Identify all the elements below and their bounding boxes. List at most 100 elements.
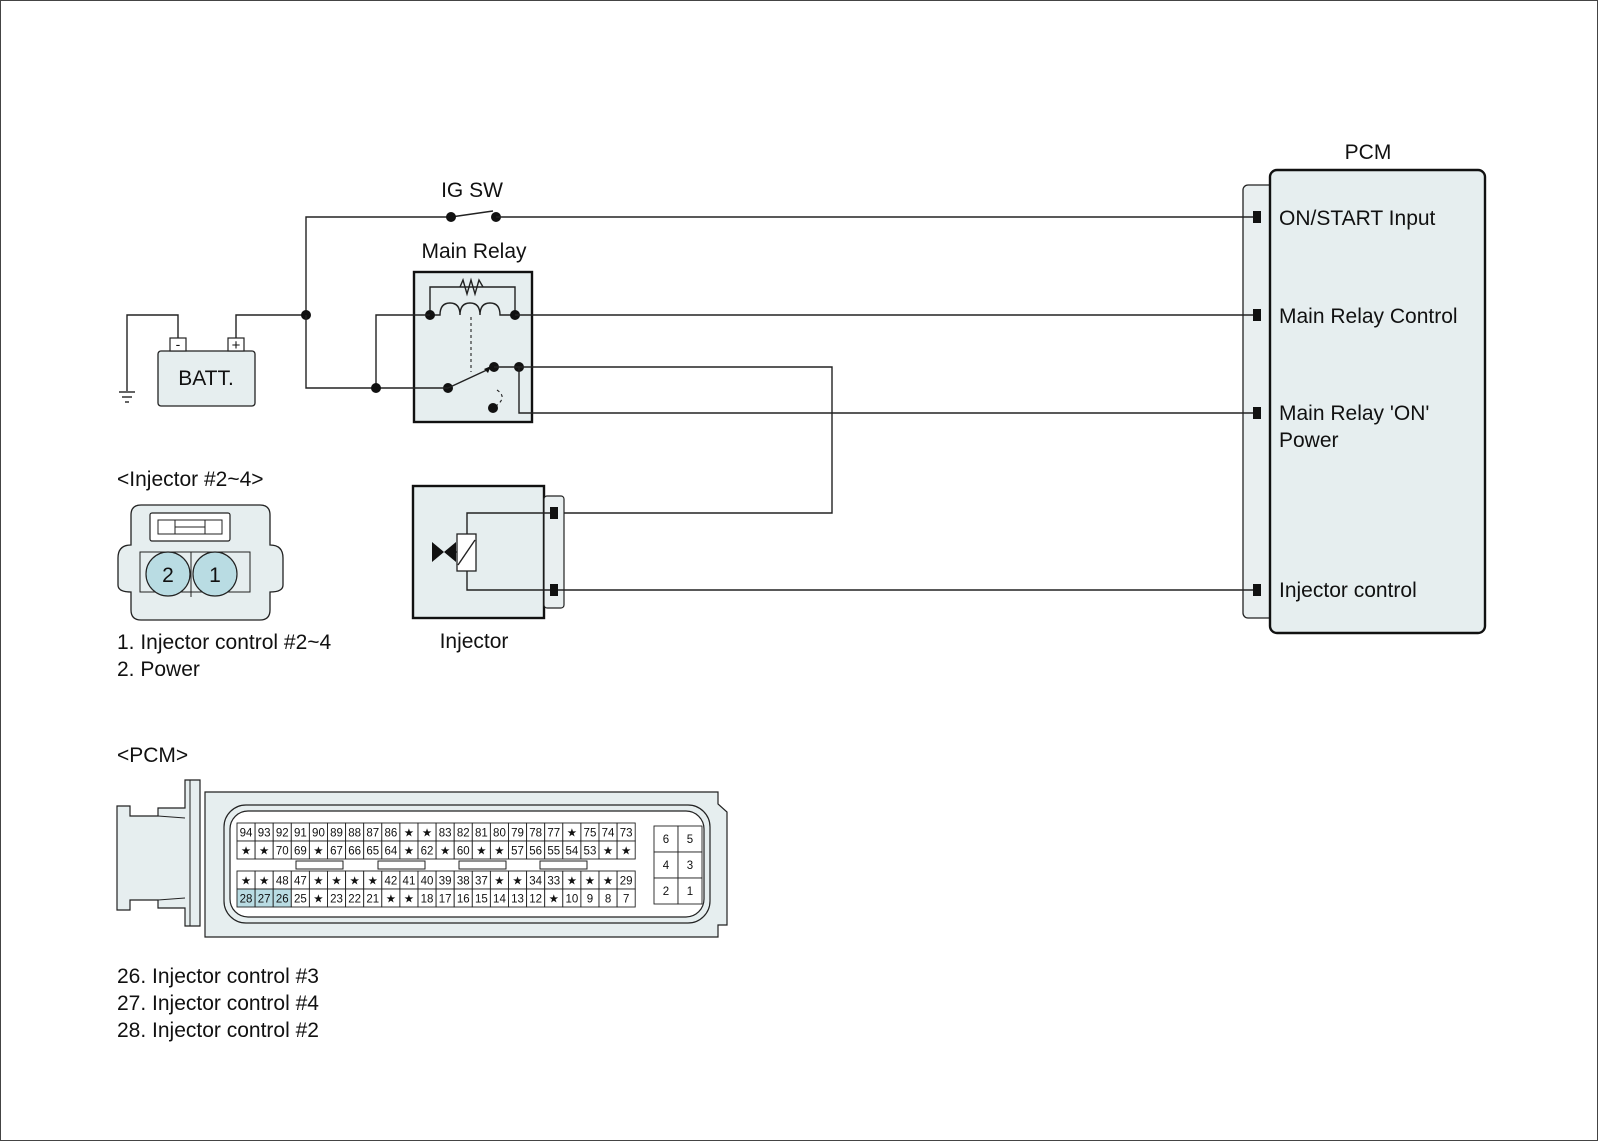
pcm-pin-label: 56: [529, 846, 542, 858]
pcm-pin-label: 41: [403, 876, 416, 888]
injector-label: Injector: [440, 630, 509, 653]
ignition-switch-label: IG SW: [441, 179, 503, 202]
injector-solenoid-slash: [457, 539, 476, 566]
pcm-aux-pin-cell: [677, 825, 703, 853]
pcm-pin-label: ★: [241, 876, 251, 888]
pcm-pin-label: 74: [602, 828, 615, 840]
pcm-pin-label: 91: [294, 828, 307, 840]
pcm-pin-relay-control: [1253, 309, 1261, 321]
pcm-pin-label: 65: [366, 846, 379, 858]
injector-connector-legend-1: 1. Injector control #2~4: [117, 631, 332, 654]
pcm-title: PCM: [1345, 141, 1392, 164]
pcm-pin-label: ★: [603, 876, 613, 888]
pcm-pin-label: 82: [457, 828, 470, 840]
injector-internal-wire-top: [466, 512, 550, 534]
pcm-pin-cell: [616, 888, 636, 908]
pcm-pin-label: 92: [276, 828, 289, 840]
pcm-pin-label: 17: [439, 894, 452, 906]
pcm-pin-on-start: [1253, 211, 1261, 223]
pcm-pin-label: 42: [384, 876, 397, 888]
wire-relay-coil-feed: [375, 314, 430, 388]
pcm-pin-label: ★: [313, 876, 323, 888]
pcm-pin-label: 87: [366, 828, 379, 840]
switch-blade: [450, 210, 494, 218]
relay-switch-blade: [447, 368, 490, 389]
main-relay-box: [412, 270, 534, 424]
pcm-pin-label: 88: [348, 828, 361, 840]
pcm-pin-label: 23: [330, 894, 343, 906]
pcm-pin-label: ★: [331, 876, 341, 888]
pcm-pin-label: 69: [294, 846, 307, 858]
pcm-pin-label: 13: [511, 894, 524, 906]
switch-contact-left: [446, 212, 456, 222]
pcm-pin-cell: [616, 840, 636, 860]
wire-ground: [126, 314, 179, 391]
pcm-aux-pin-label: 1: [687, 886, 693, 898]
battery-plus-sign: +: [232, 337, 241, 354]
pcm-terminal-relay-on-power-line1: Main Relay 'ON': [1279, 402, 1429, 425]
pcm-pin-label: ★: [621, 846, 631, 858]
pcm-pin-label: 28: [240, 894, 253, 906]
pcm-pin-injector-control: [1253, 584, 1261, 596]
pcm-pin-label: 94: [240, 828, 253, 840]
pcm-pin-label: 16: [457, 894, 470, 906]
pcm-pin-label: 38: [457, 876, 470, 888]
pcm-pin-label: 77: [547, 828, 560, 840]
pcm-pin-label: 55: [547, 846, 560, 858]
battery-body: [157, 350, 256, 407]
pcm-pin-label: 21: [366, 894, 379, 906]
pcm-pin-label: 75: [584, 828, 597, 840]
injector-connector-latch-slot: [157, 519, 223, 535]
pcm-pin-label: ★: [440, 846, 450, 858]
injector-pin-power: [550, 507, 558, 519]
injector-connector-housing: [543, 495, 565, 609]
junction-relay-feed: [371, 383, 381, 393]
pcm-aux-pin-cell: [677, 877, 703, 905]
pcm-pin-label: ★: [603, 846, 613, 858]
injector-connector-pin-1: [192, 551, 238, 597]
pcm-aux-pin-label: 2: [663, 886, 669, 898]
pcm-aux-pin-label: 4: [663, 860, 670, 872]
pcm-pin-label: ★: [549, 894, 559, 906]
pcm-connector-key: [295, 860, 344, 870]
pcm-terminal-relay-control: Main Relay Control: [1279, 305, 1458, 328]
pcm-pin-label: 83: [439, 828, 452, 840]
relay-nc-dashed: [492, 389, 503, 409]
pcm-pin-label: 73: [620, 828, 633, 840]
pcm-pin-label: ★: [494, 876, 504, 888]
pcm-pin-label: 29: [620, 876, 633, 888]
pcm-pin-label: 9: [587, 894, 593, 906]
pcm-body: [1268, 168, 1487, 635]
pcm-terminal-on-start: ON/START Input: [1279, 207, 1436, 230]
injector-valve-icon: [432, 542, 456, 562]
pcm-pin-label: ★: [585, 876, 595, 888]
pcm-pin-label: 67: [330, 846, 343, 858]
pcm-connector-plug: [116, 779, 201, 927]
pcm-pin-label: 22: [348, 894, 361, 906]
injector-connector-view: <Injector #2~4> 2 1 1. Injector control …: [117, 468, 332, 681]
wire-relay-on-power-to-pcm: [518, 367, 1253, 414]
pcm-pin-label: 78: [529, 828, 542, 840]
relay-coil: [430, 302, 515, 316]
injector: Injector: [411, 484, 1253, 653]
pcm-pin-label: ★: [567, 876, 577, 888]
injector-connector-legend-2: 2. Power: [117, 658, 200, 681]
pcm-pin-label: ★: [368, 876, 378, 888]
pcm-pin-label: ★: [404, 828, 414, 840]
pcm-connector-key: [458, 860, 507, 870]
pcm-pin-label: ★: [259, 846, 269, 858]
pcm-terminal-relay-on-power-line2: Power: [1279, 429, 1339, 452]
injector-connector-pin-2: [145, 551, 191, 597]
pcm-pin-label: 70: [276, 846, 289, 858]
pcm-pin-label: 14: [493, 894, 506, 906]
wire-batt-to-igsw: [305, 216, 451, 315]
pcm-connector-title: <PCM>: [117, 744, 188, 767]
pcm-pin-label: ★: [404, 846, 414, 858]
pcm-pin-label: 66: [348, 846, 361, 858]
pcm-pin-label: 40: [421, 876, 434, 888]
pcm-pin-label: 62: [421, 846, 434, 858]
battery: - + BATT.: [119, 310, 311, 407]
pcm-pin-label: 64: [384, 846, 397, 858]
